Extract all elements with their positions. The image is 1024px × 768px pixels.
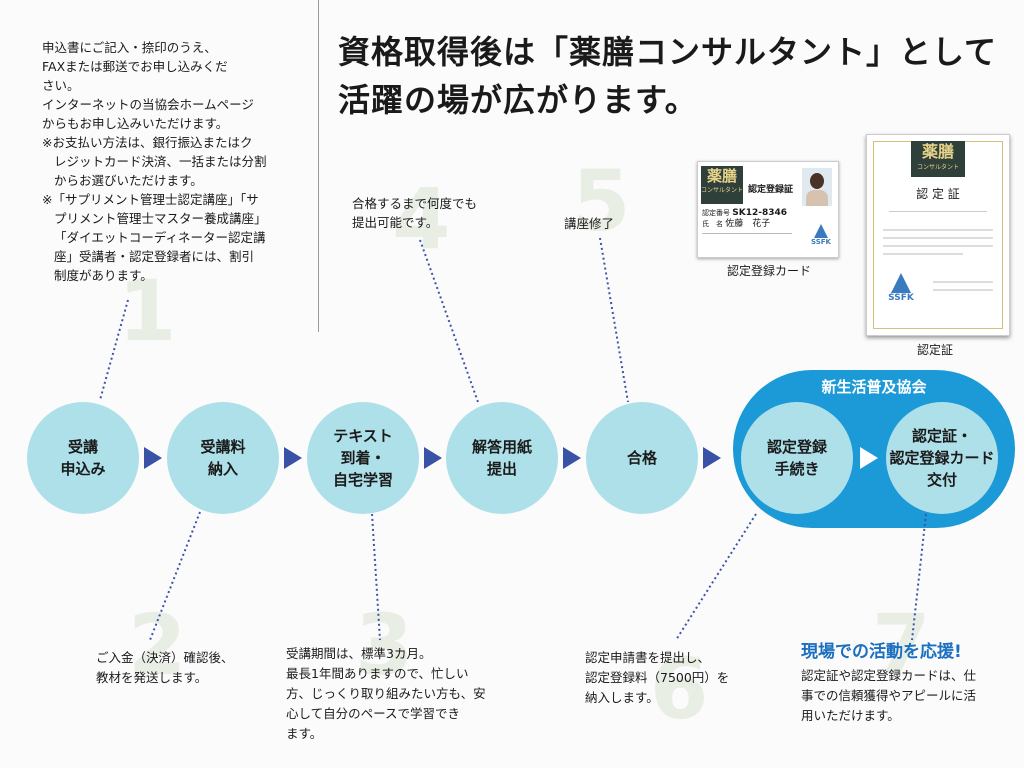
payment-step-note: ご入金（決済）確認後、 教材を発送します。 (96, 650, 234, 685)
certificate-caption: 認定証 (917, 343, 954, 357)
support-title: 現場での活動を応援! (801, 642, 962, 662)
arrow-right-icon (424, 447, 442, 469)
page-headline: 資格取得後は「薬膳コンサルタント」として 活躍の場が広がります。 (338, 28, 1018, 124)
discount-note: 座」受講者・認定登録者には、割引 (54, 249, 255, 264)
note-line: 申込書にご記入・捺印のうえ、 (42, 40, 217, 55)
card-title: 認定登録証 (748, 185, 794, 195)
card-photo (802, 168, 832, 206)
headline-line: 資格取得後は「薬膳コンサルタント」として (338, 33, 998, 71)
ssfk-logo: SSFK (808, 224, 834, 246)
divider (318, 0, 319, 332)
arrow-right-icon (284, 447, 302, 469)
payment-note: ※お支払い方法は、銀行振込またはク (42, 135, 253, 150)
card-name-label: 氏 名 (702, 220, 723, 228)
headline-line: 活躍の場が広がります。 (338, 81, 698, 119)
application-notes: 申込書にご記入・捺印のうえ、 FAXまたは郵送でお申し込みくだ さい。 インター… (42, 38, 272, 285)
card-logo: 薬膳 コンサルタント (701, 166, 743, 204)
step-number-6: 6 (650, 640, 709, 738)
discount-note: プリメント管理士マスター養成講座」 (54, 211, 267, 226)
arrow-right-icon (144, 447, 162, 469)
step-number-5: 5 (572, 152, 631, 250)
note-line: 提出可能です。 (352, 215, 439, 230)
organization-name: 新生活普及協会 (821, 378, 927, 396)
leader-line (599, 237, 629, 403)
registration-card-image: 薬膳 コンサルタント 認定登録証 認定番号 SK12-8346 氏 名 佐藤 花… (697, 161, 839, 258)
note-line: さい。 (42, 78, 80, 93)
note-line: からもお申し込みいただけます。 (42, 116, 229, 131)
arrow-right-icon (860, 447, 878, 469)
payment-note: からお選びいただけます。 (54, 173, 203, 188)
card-number-label: 認定番号 (702, 209, 730, 217)
step-certificate-issue: 認定証・ 認定登録カード 交付 (886, 402, 998, 514)
certificate-title: 認 定 証 (916, 187, 960, 201)
payment-note: レジットカード決済、一括または分割 (54, 154, 267, 169)
certificate-logo: 薬膳 コンサルタント (911, 141, 965, 177)
step-number-3: 3 (355, 596, 414, 694)
card-caption: 認定登録カード (727, 264, 812, 278)
study-step-note: 受講期間は、標準3カ月。 最長1年間ありますので、忙しい 方、じっくり取り組みた… (286, 646, 486, 741)
card-number: SK12-8346 (732, 208, 787, 218)
note-line: FAXまたは郵送でお申し込みくだ (42, 59, 228, 74)
step-pass: 合格 (586, 402, 698, 514)
arrow-right-icon (703, 447, 721, 469)
support-note: 現場での活動を応援! 認定証や認定登録カードは、仕 事での信頼獲得やアピールに活… (801, 642, 977, 723)
note-line: インターネットの当協会ホームページ (42, 97, 254, 112)
leader-line (675, 513, 757, 641)
discount-note: 「ダイエットコーディネーター認定講 (54, 230, 266, 245)
registration-step-note: 認定申請書を提出し、 認定登録料（7500円）を 納入します。 (585, 650, 730, 705)
arrow-right-icon (563, 447, 581, 469)
course-complete-note: 講座修了 (564, 216, 615, 231)
note-line: 合格するまで何度でも (352, 196, 478, 211)
discount-note: ※「サプリメント管理士認定講座」「サ (42, 192, 259, 207)
step-payment: 受講料 納入 (167, 402, 279, 514)
discount-note: 制度があります。 (54, 268, 153, 283)
certificate-image: 薬膳 コンサルタント 認 定 証 SSFK (866, 134, 1010, 336)
card-name: 佐藤 花子 (725, 219, 771, 229)
step-study: テキスト 到着・ 自宅学習 (307, 402, 419, 514)
ssfk-logo: SSFK (883, 273, 919, 303)
step-submit: 解答用紙 提出 (446, 402, 558, 514)
step-application: 受講 申込み (27, 402, 139, 514)
resubmit-note: 合格するまで何度でも 提出可能です。 (352, 194, 512, 232)
step-registration: 認定登録 手続き (741, 402, 853, 514)
